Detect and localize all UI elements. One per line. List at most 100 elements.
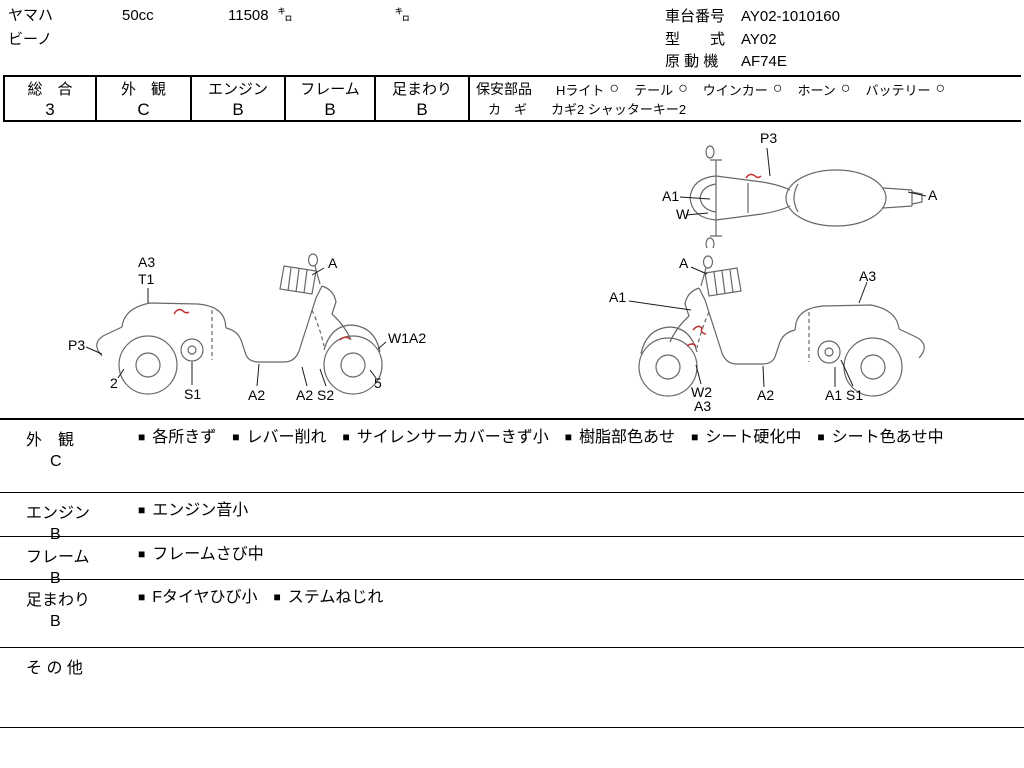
note-head: そ の 他 (0, 648, 138, 727)
square-bullet-icon: ■ (564, 430, 573, 444)
rating-cell-engine: エンジン B (190, 77, 284, 120)
note-grade-undercarriage: B (50, 613, 61, 630)
rating-grade-overall: 3 (45, 99, 55, 119)
safety-parts-row: 保安部品 Hライト○ テール○ ウインカー○ ホーン○ バッテリー○ (476, 79, 1017, 99)
square-bullet-icon: ■ (138, 503, 146, 517)
note-item-text: サイレンサーカバーきず小 (356, 429, 549, 446)
diagram-left-view: A3 T1 A P3 W1A2 2 S1 A2 A2 S2 5 (68, 253, 426, 403)
damage-code-a: A (679, 255, 689, 271)
square-bullet-icon: ■ (138, 430, 146, 444)
note-item: ■ ステムねじれ (274, 589, 384, 606)
damage-code-5: 5 (374, 375, 382, 391)
displacement: 50cc (122, 7, 154, 24)
note-row-engine: エンジン B ■エンジン音小 (0, 492, 1024, 543)
model-code-value: AY02 (741, 30, 777, 48)
rating-label-overall: 総 合 (27, 80, 73, 98)
note-label-other: そ の 他 (26, 660, 83, 677)
ok-circle-mark: ○ (678, 80, 688, 97)
square-bullet-icon: ■ (817, 430, 825, 444)
damage-code-w2: W2 (691, 384, 712, 400)
damage-code-t1: T1 (138, 271, 155, 287)
note-item: ■ レバー削れ (232, 429, 326, 446)
mileage-unit: ㌔ (277, 7, 293, 24)
note-row-other: そ の 他 (0, 647, 1024, 727)
engine-code-value: AF74E (741, 53, 787, 70)
note-item-text: レバー削れ (246, 429, 327, 446)
damage-code-a2s2: A2 S2 (296, 387, 334, 403)
safety-item-headlight: Hライト○ (556, 80, 619, 99)
rating-grade-exterior: C (137, 99, 150, 119)
ratings-band: 総 合 3 外 観 C エンジン B フレーム B 足まわり B 保安部品 Hラ… (3, 75, 1021, 122)
mileage-unit-2: ㌔ (395, 7, 411, 24)
note-item: ■Fタイヤひび小 (138, 589, 258, 606)
note-grade-frame: B (50, 570, 61, 587)
square-bullet-icon: ■ (342, 430, 350, 444)
rating-cell-exterior: 外 観 C (95, 77, 190, 120)
note-item-text: Fタイヤひび小 (152, 589, 258, 606)
note-item-text: ステムねじれ (287, 589, 384, 606)
safety-item-winker: ウインカー○ (703, 80, 783, 99)
note-item-text: 各所きず (152, 429, 217, 446)
rating-grade-engine: B (232, 99, 244, 119)
note-item: ■ 各所きず (138, 429, 216, 446)
diagram-right-view: A A1 A3 W2 A3 A2 A1 S1 (609, 255, 925, 414)
note-item: ■フレームさび中 (138, 546, 264, 563)
safety-item-name: Hライト (556, 82, 605, 98)
note-item: ■ 樹脂部色あせ (565, 429, 675, 446)
damage-code-a2: A2 (757, 387, 774, 403)
square-bullet-icon: ■ (691, 430, 699, 444)
square-bullet-icon: ■ (232, 430, 240, 444)
damage-code-p3: P3 (68, 337, 85, 353)
key-row: カ ギ カギ2 シャッターキー2 (476, 99, 1017, 118)
model-code-label: 型 式 (665, 30, 726, 48)
ok-circle-mark: ○ (935, 80, 946, 97)
note-row-blank (0, 727, 1024, 768)
square-bullet-icon: ■ (273, 590, 281, 604)
note-head: 外 観 C (0, 420, 138, 492)
rating-label-engine: エンジン (207, 80, 268, 98)
rating-label-undercarriage: 足まわり (391, 80, 452, 98)
damage-code-a2: A2 (248, 387, 265, 403)
damage-code-a3-bottom: A3 (694, 398, 711, 414)
note-row-undercarriage: 足まわり B ■Fタイヤひび小■ステムねじれ (0, 579, 1024, 647)
scooter-left-view-sketch (96, 253, 383, 395)
damage-code-a1: A1 (662, 188, 679, 204)
rating-grade-frame: B (324, 99, 336, 119)
note-item-text: 樹脂部色あせ (579, 429, 676, 446)
note-items (138, 648, 1024, 727)
damage-code-p3: P3 (760, 130, 777, 146)
note-items: ■各所きず■レバー削れ■サイレンサーカバーきず小■樹脂部色あせ■シート硬化中■シ… (138, 420, 1024, 492)
damage-code-a1: A1 (609, 289, 626, 305)
key-label: カ ギ (488, 102, 528, 117)
damage-mark (692, 325, 707, 335)
chassis-number-value: AY02-1010160 (741, 8, 840, 25)
note-item-text: シート色あせ中 (831, 429, 944, 446)
rating-cell-overall: 総 合 3 (3, 77, 95, 120)
note-grade-engine: B (50, 526, 61, 543)
damage-mark (686, 343, 697, 347)
leader-lines (628, 266, 868, 388)
engine-code-label: 原 動 機 (665, 53, 719, 70)
safety-item-name: ホーン (797, 82, 836, 98)
damage-code-a3-top: A3 (859, 268, 876, 284)
engine-code-row: 原 動 機 AF74E (665, 51, 840, 74)
note-label-engine: エンジン (26, 505, 91, 522)
rating-cell-frame: フレーム B (284, 77, 374, 120)
rating-label-frame: フレーム (300, 80, 360, 98)
note-items: ■Fタイヤひび小 ■ ステムねじれ (138, 580, 1024, 647)
damage-code-w1a2: W1A2 (388, 330, 426, 346)
note-label-exterior: 外 観 (26, 432, 75, 449)
damage-code-a: A (928, 187, 938, 203)
note-items: ■エンジン音小 (138, 493, 1024, 536)
note-item: ■シート硬化中 (691, 429, 801, 446)
safety-item-horn: ホーン○ (797, 80, 850, 99)
condition-notes: 外 観 C ■各所きず■レバー削れ■サイレンサーカバーきず小■樹脂部色あせ■シー… (0, 418, 1024, 768)
key-value: カギ2 シャッターキー2 (551, 102, 687, 117)
ok-circle-mark: ○ (840, 80, 851, 97)
damage-mark (173, 308, 190, 315)
rating-cell-undercarriage: 足まわり B (374, 77, 468, 120)
damage-code-a1s1: A1 S1 (825, 387, 863, 403)
